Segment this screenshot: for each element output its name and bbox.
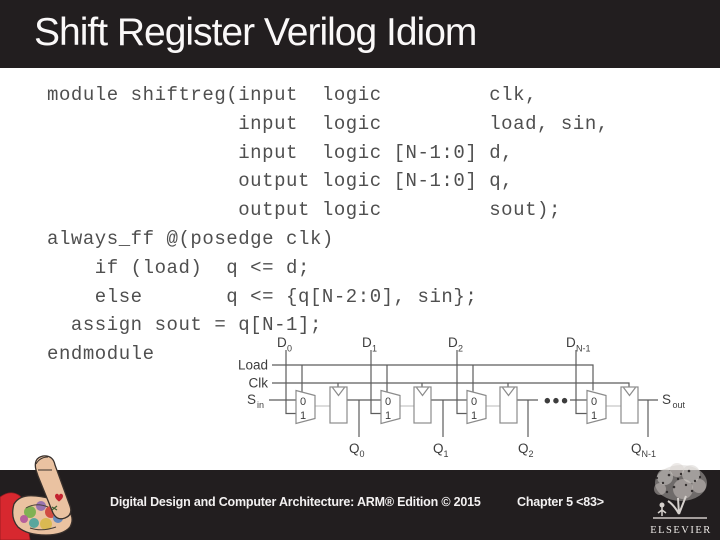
code-line: module shiftreg(input logic clk, (47, 84, 538, 106)
sin-label-sub: in (257, 400, 264, 410)
flipflop-shapes (329, 386, 639, 424)
d1-label: D (362, 335, 372, 350)
load-label: Load (238, 358, 268, 373)
heart-tattoo (55, 493, 63, 502)
code-line: endmodule (47, 343, 155, 366)
q1-label: Q (433, 441, 444, 456)
qn1-label-sub: N-1 (642, 449, 657, 459)
sin-label: S (247, 392, 256, 407)
tattooed-arm-illustration (0, 455, 73, 540)
d-labels: D 0 D 1 D 2 D N-1 (277, 335, 591, 354)
q0-label-sub: 0 (360, 449, 365, 459)
qn1-label: Q (631, 441, 642, 456)
q2-label: Q (518, 441, 529, 456)
elsevier-logo: ELSEVIER (650, 463, 712, 536)
code-line: output logic [N-1:0] q, (47, 170, 514, 193)
code-line: else q <= {q[N-2:0], sin}; (47, 285, 478, 308)
mux1-port: 1 (591, 410, 597, 422)
elsevier-wordmark: ELSEVIER (650, 525, 712, 536)
mux-port-numbers: 0 1 0 1 0 1 0 1 (300, 396, 597, 422)
load-wire (272, 364, 594, 392)
forearm (34, 455, 72, 520)
dn1-label-sub: N-1 (576, 344, 591, 354)
clk-wire (272, 382, 630, 387)
d2-label-sub: 2 (458, 344, 463, 354)
d-input-wires (285, 350, 587, 415)
fist-knuckles (35, 456, 52, 471)
q1-label-sub: 1 (444, 449, 449, 459)
footer-bar (0, 470, 720, 540)
q-labels: Q 0 Q 1 Q 2 Q N-1 (349, 441, 656, 459)
verilog-code-block: module shiftreg(input logic clk, input l… (47, 81, 609, 369)
code-line: input logic [N-1:0] d, (47, 141, 514, 164)
sout-label: S (662, 392, 671, 407)
page-title: Shift Register Verilog Idiom (34, 11, 477, 54)
code-line: always_ff @(posedge clk) (47, 227, 334, 250)
code-line: output logic sout); (47, 199, 561, 222)
small-tattoo-mark (51, 505, 58, 511)
clk-label: Clk (249, 376, 269, 391)
mux1-port: 1 (300, 410, 306, 422)
code-line: assign sout = q[N-1]; (47, 314, 322, 337)
shift-register-diagram: 0 1 0 1 0 1 0 1 ••• Load Clk S in S out (238, 335, 686, 459)
elsevier-tree-icon (653, 463, 707, 519)
serial-chain-wires (269, 399, 658, 437)
code-line: if (load) q <= d; (47, 256, 310, 279)
mux0-port: 0 (471, 396, 477, 408)
d1-label-sub: 1 (372, 344, 377, 354)
d0-label: D (277, 335, 287, 350)
mux0-port: 0 (591, 396, 597, 408)
chapter-page-label: Chapter 5 <83> (517, 495, 604, 509)
book-title: Digital Design and Computer Architecture… (110, 495, 481, 509)
ellipsis-dots: ••• (544, 391, 570, 412)
code-line: input logic load, sin, (47, 112, 609, 135)
dn1-label: D (566, 335, 576, 350)
mux-shapes (295, 389, 607, 425)
mux0-port: 0 (385, 396, 391, 408)
q0-label: Q (349, 441, 360, 456)
mux1-port: 1 (471, 410, 477, 422)
q2-label-sub: 2 (529, 449, 534, 459)
d0-label-sub: 0 (287, 344, 292, 354)
mux1-port: 1 (385, 410, 391, 422)
mux0-port: 0 (300, 396, 306, 408)
sout-label-sub: out (673, 400, 686, 410)
title-bar: Shift Register Verilog Idiom (0, 0, 720, 68)
d2-label: D (448, 335, 458, 350)
